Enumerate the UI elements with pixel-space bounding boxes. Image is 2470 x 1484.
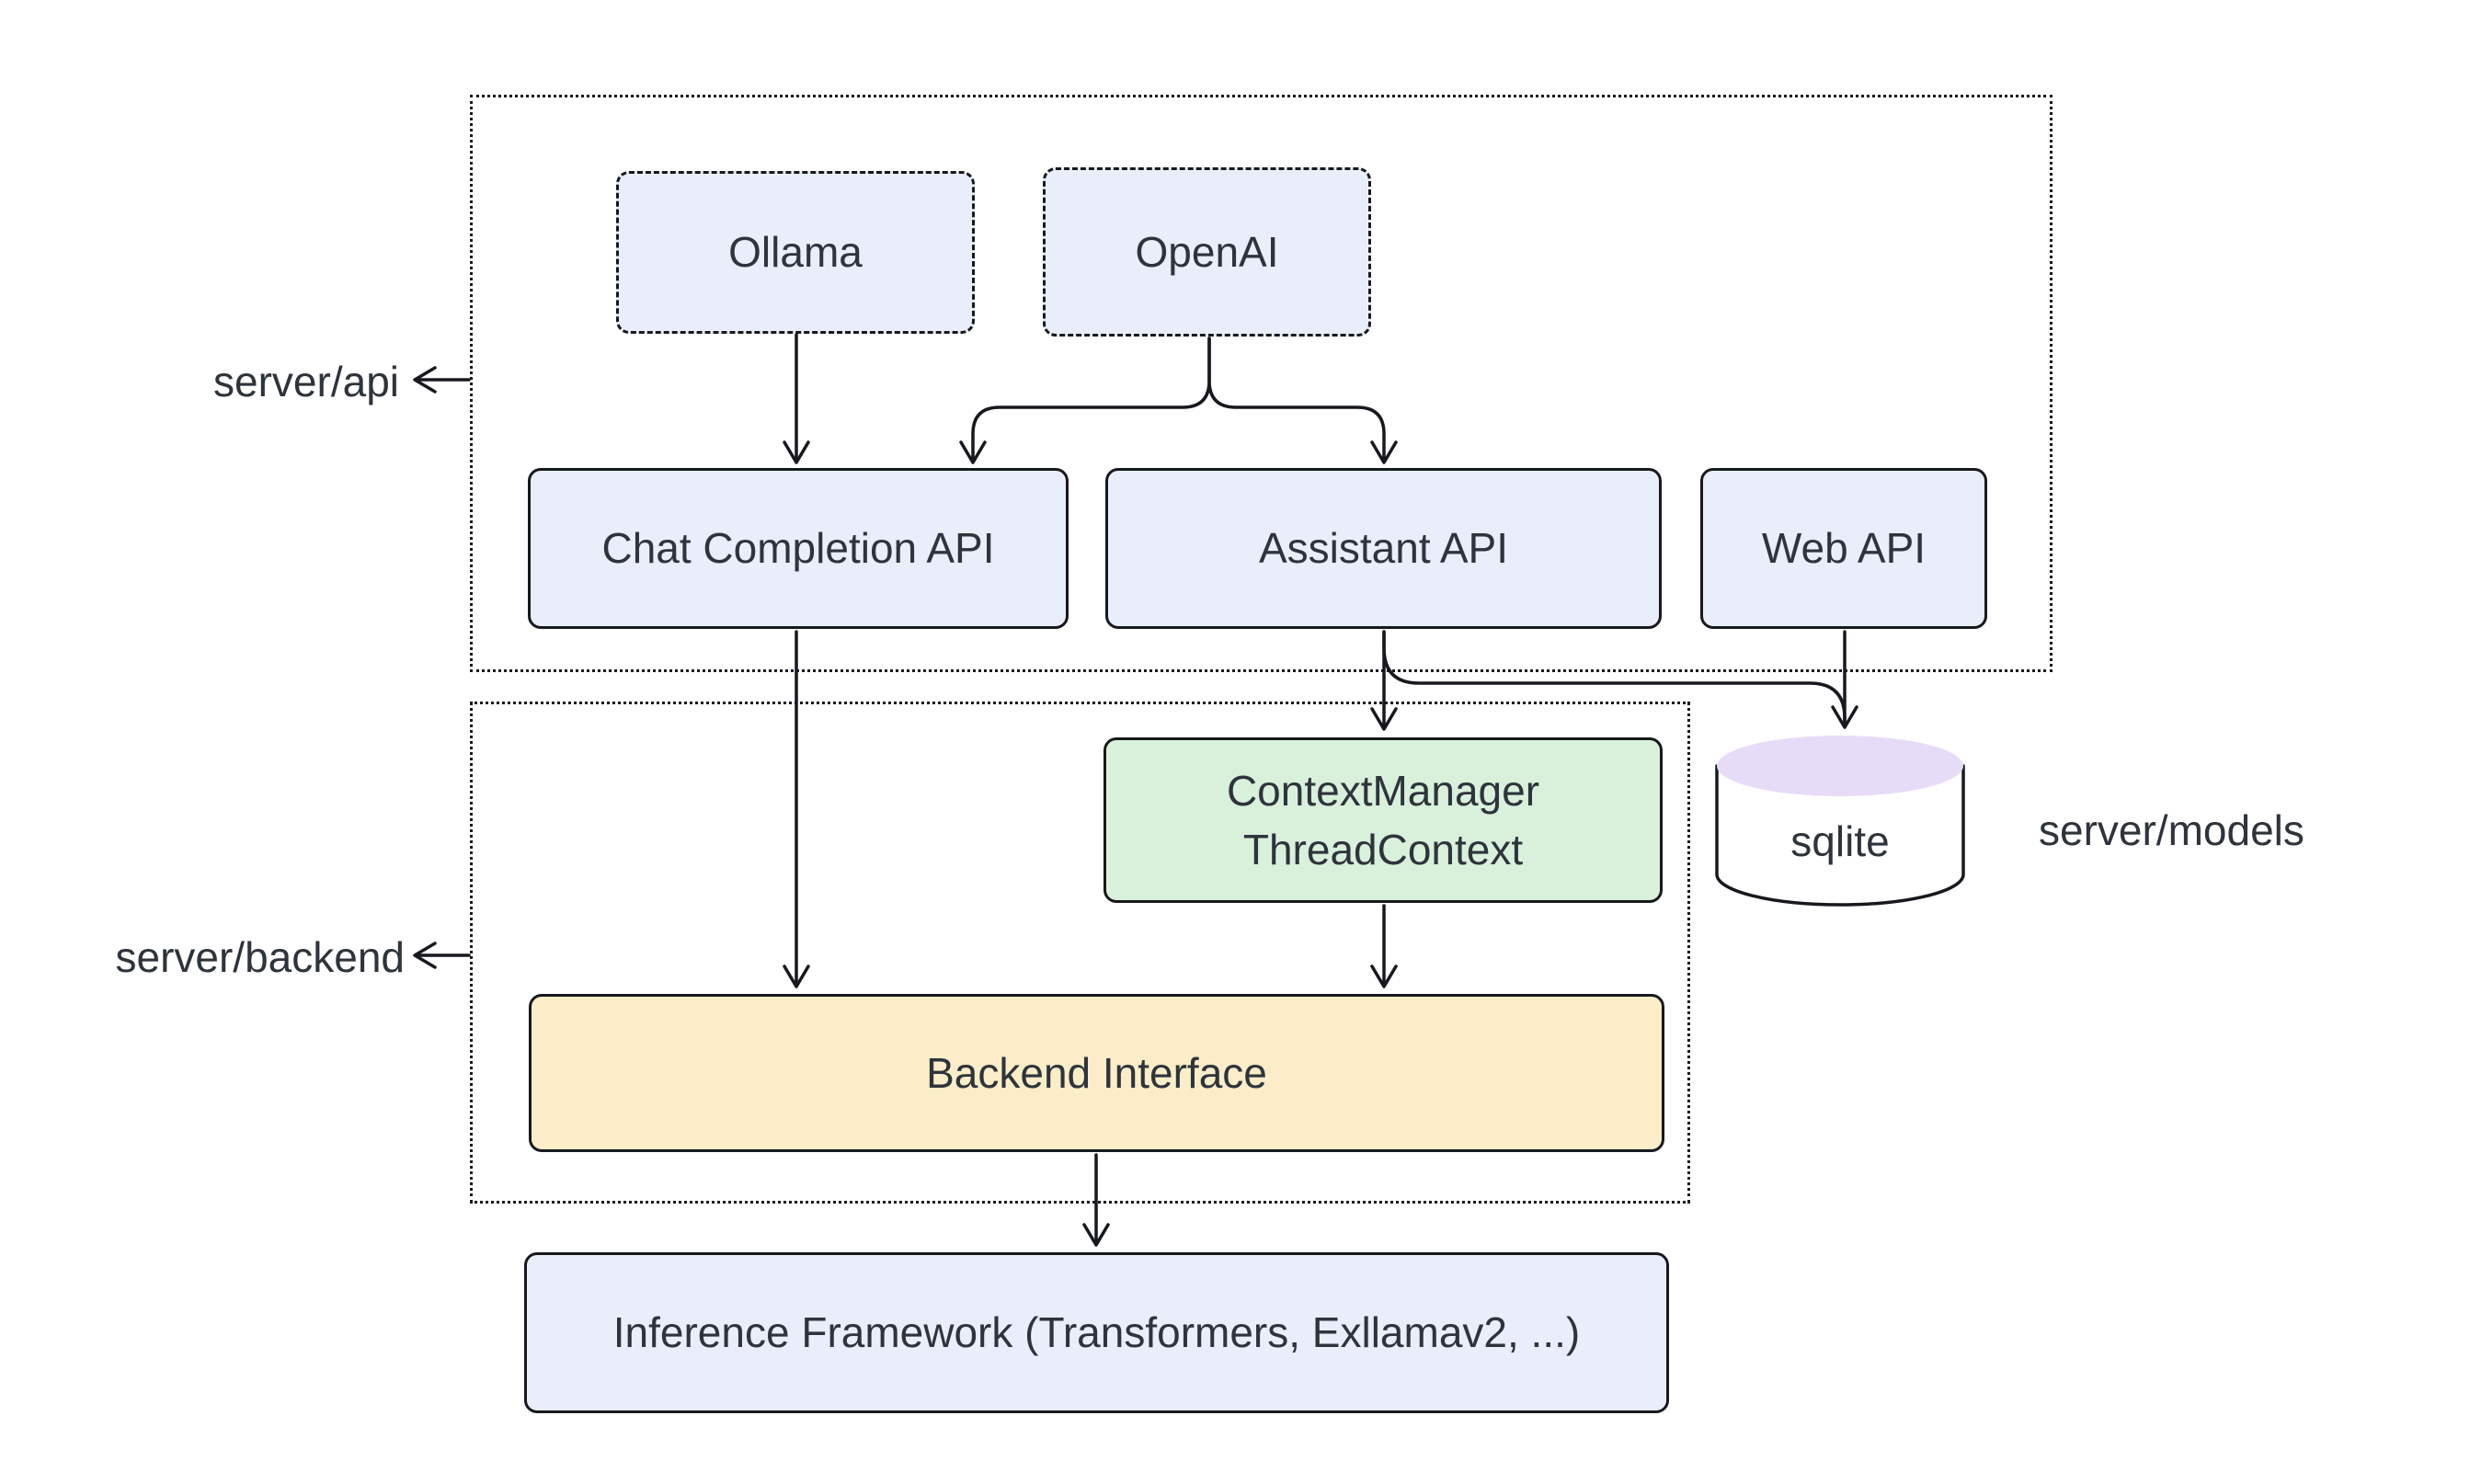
node-chat-completion-api-label: Chat Completion API	[601, 524, 995, 573]
node-inference-framework-label: Inference Framework (Transformers, Exlla…	[612, 1308, 1581, 1357]
node-sqlite-label: sqlite	[1790, 817, 1890, 865]
label-server-api: server/api	[213, 358, 399, 405]
node-chat-completion-api: Chat Completion API	[528, 468, 1069, 629]
arrowhead-sqlite	[1831, 705, 1858, 729]
label-server-models: server/models	[2039, 806, 2304, 854]
node-assistant-api-label: Assistant API	[1258, 524, 1508, 573]
label-server-backend: server/backend	[115, 933, 406, 981]
node-web-api-label: Web API	[1761, 524, 1927, 573]
node-context-manager: ContextManager ThreadContext	[1103, 737, 1663, 903]
node-openai-label: OpenAI	[1135, 227, 1279, 276]
node-inference-framework: Inference Framework (Transformers, Exlla…	[524, 1252, 1669, 1413]
node-context-manager-line2: ThreadContext	[1242, 826, 1524, 873]
group-server-api	[470, 95, 2053, 672]
node-context-manager-line1: ContextManager	[1226, 766, 1540, 815]
arrowhead-label-api	[413, 366, 437, 394]
node-openai: OpenAI	[1043, 167, 1371, 337]
node-web-api: Web API	[1700, 468, 1987, 629]
arrowhead-backend-inference	[1082, 1223, 1110, 1247]
node-backend-interface: Backend Interface	[529, 994, 1664, 1152]
sqlite-cylinder-top	[1717, 736, 1963, 796]
arrowhead-label-backend	[413, 942, 437, 969]
group-server-backend	[470, 702, 1690, 1204]
node-assistant-api: Assistant API	[1105, 468, 1662, 629]
node-backend-interface-label: Backend Interface	[926, 1048, 1267, 1097]
node-ollama-label: Ollama	[728, 228, 863, 277]
node-ollama: Ollama	[616, 171, 975, 334]
